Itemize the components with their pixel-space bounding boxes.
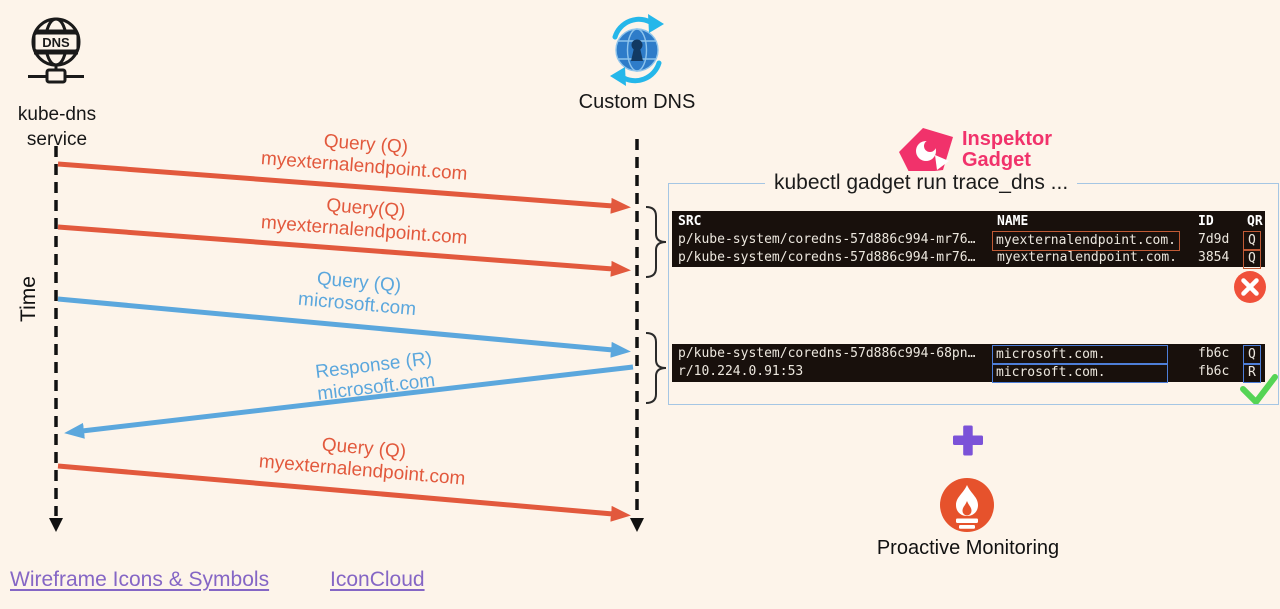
column-header-id: ID — [1198, 214, 1214, 229]
terminal-row: p/kube-system/coredns-57d886c994-68pn… m… — [672, 345, 1265, 365]
query-arrow-3 — [57, 296, 631, 358]
prometheus-flame-icon — [940, 478, 994, 532]
terminal-header-row: SRC NAME ID QR — [672, 213, 1265, 231]
cell-src: p/kube-system/coredns-57d886c994-mr76… — [678, 232, 976, 247]
cell-id: 3854 — [1198, 250, 1230, 265]
svg-text:DNS: DNS — [42, 35, 70, 50]
time-axis-label: Time — [17, 276, 40, 322]
response-arrow — [64, 364, 634, 439]
brace-top — [645, 206, 667, 278]
cell-name-highlighted: myexternalendpoint.com. — [992, 231, 1181, 251]
globe-sync-icon — [610, 14, 664, 86]
success-check-icon — [1240, 374, 1278, 405]
column-header-name: NAME — [997, 214, 1029, 229]
proactive-monitoring-label: Proactive Monitoring — [876, 537, 1060, 559]
query-arrow-4 — [57, 463, 631, 522]
dns-globe-icon: DNS — [28, 17, 84, 84]
column-header-src: SRC — [678, 214, 702, 229]
cell-src: p/kube-system/coredns-57d886c994-mr76… — [678, 250, 976, 265]
kube-dns-label: kube-dns service — [17, 104, 97, 150]
cell-qr-highlighted: R — [1243, 363, 1261, 383]
cell-name-highlighted: microsoft.com. — [992, 363, 1168, 383]
cell-src: r/10.224.0.91:53 — [678, 364, 804, 379]
terminal-row: p/kube-system/coredns-57d886c994-mr76… m… — [672, 249, 1265, 269]
cell-qr-highlighted: Q — [1243, 345, 1261, 365]
cell-id: 7d9d — [1198, 232, 1230, 247]
cell-name-highlighted: microsoft.com. — [992, 345, 1168, 365]
cell-id: fb6c — [1198, 346, 1230, 361]
query-arrow-2 — [57, 224, 631, 277]
custom-dns-timeline — [630, 139, 644, 532]
brace-bottom — [645, 332, 667, 404]
inspektor-gadget-logo — [899, 128, 953, 174]
wireframe-icons-link[interactable]: Wireframe Icons & Symbols — [10, 568, 270, 591]
cell-name: myexternalendpoint.com. — [997, 250, 1178, 265]
terminal-trace-queries: SRC NAME ID QR p/kube-system/coredns-57d… — [672, 211, 1265, 269]
query-arrow-1 — [57, 161, 631, 214]
gadget-command-title: kubectl gadget run trace_dns ... — [765, 171, 1078, 195]
terminal-row: r/10.224.0.91:53 microsoft.com. fb6c R — [672, 363, 1265, 383]
error-circle-icon — [1234, 271, 1266, 303]
terminal-row: p/kube-system/coredns-57d886c994-mr76… m… — [672, 231, 1265, 251]
inspektor-gadget-brand: Inspektor Gadget — [962, 128, 1053, 171]
custom-dns-label: Custom DNS — [578, 91, 696, 113]
cell-src: p/kube-system/coredns-57d886c994-68pn… — [678, 346, 976, 361]
iconcloud-link[interactable]: IconCloud — [330, 568, 425, 591]
cell-qr-highlighted: Q — [1243, 231, 1261, 251]
terminal-trace-microsoft: p/kube-system/coredns-57d886c994-68pn… m… — [672, 344, 1265, 383]
cell-qr-highlighted: Q — [1243, 249, 1261, 269]
kube-dns-timeline — [49, 146, 63, 532]
plus-icon — [953, 425, 983, 456]
cell-id: fb6c — [1198, 364, 1230, 379]
column-header-qr: QR — [1247, 214, 1263, 229]
